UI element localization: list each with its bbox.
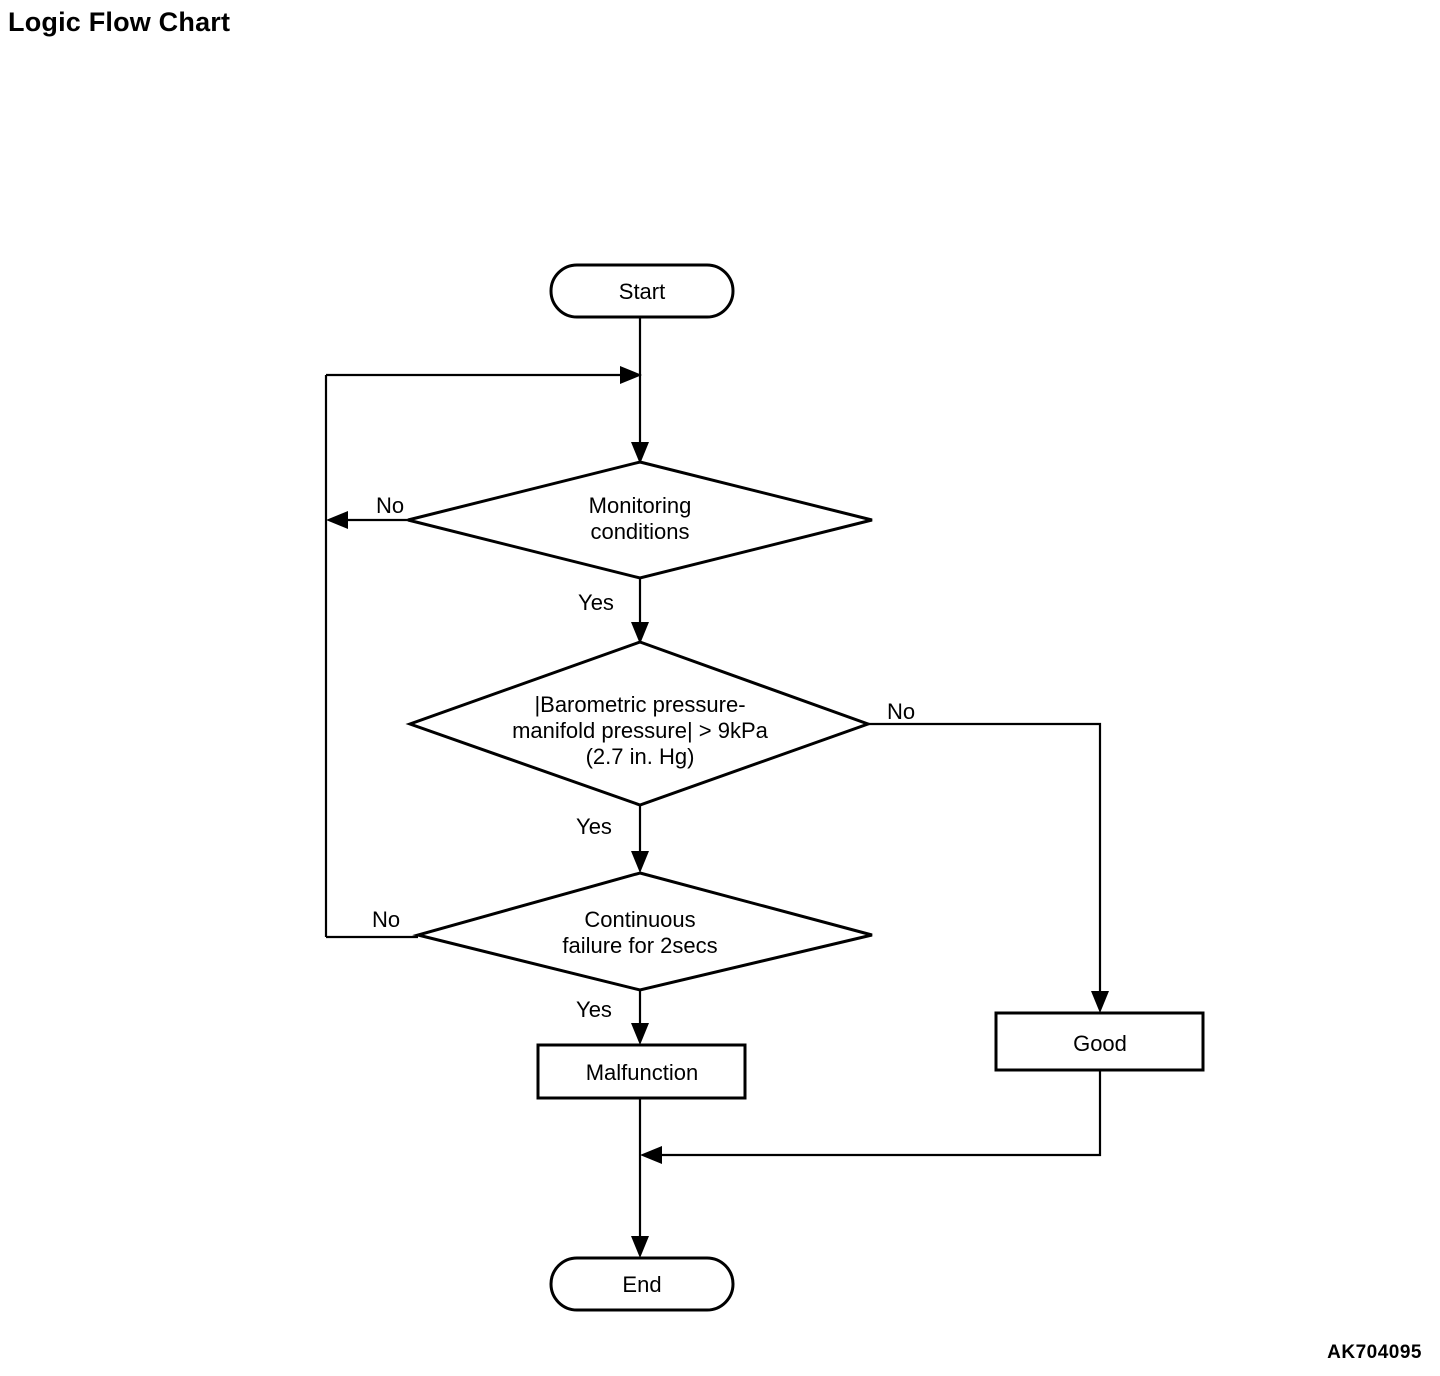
start-label: Start xyxy=(619,279,665,304)
edge-good-to-end-merge xyxy=(640,1070,1102,1164)
reference-code: AK704095 xyxy=(1327,1342,1422,1363)
edge-start-to-monitoring xyxy=(631,316,649,464)
arrowhead-icon xyxy=(1091,991,1109,1013)
edge-pressure-no xyxy=(868,722,1109,1013)
continuous-decision-shape xyxy=(412,871,873,992)
monitoring-label-line1: Monitoring xyxy=(589,493,692,518)
pressure-decision-shape xyxy=(405,640,873,807)
edge-label-continuous-no: No xyxy=(372,907,400,932)
continuous-label-line2: failure for 2secs xyxy=(562,933,717,958)
monitoring-label-line2: conditions xyxy=(590,519,689,544)
arrowhead-icon xyxy=(640,1146,662,1164)
arrowhead-icon xyxy=(631,622,649,644)
edge-continuous-yes xyxy=(631,990,649,1045)
edge-monitoring-yes xyxy=(631,578,649,644)
edge-label-monitoring-no: No xyxy=(376,493,404,518)
end-terminator-shape xyxy=(549,1256,735,1312)
edge-monitoring-no xyxy=(326,511,408,529)
malfunction-box-shape xyxy=(536,1043,747,1100)
edge-feedback-return-to-trunk xyxy=(326,366,642,384)
node-good[interactable]: Good xyxy=(994,1011,1205,1072)
edge-label-monitoring-yes: Yes xyxy=(578,590,614,615)
good-label: Good xyxy=(1073,1031,1127,1056)
node-pressure-threshold[interactable]: |Barometric pressure- manifold pressure|… xyxy=(405,640,873,807)
node-end[interactable]: End xyxy=(549,1256,735,1312)
arrowhead-icon xyxy=(631,1236,649,1258)
monitoring-decision-shape xyxy=(407,460,873,580)
arrowhead-icon xyxy=(620,366,642,384)
arrowhead-icon xyxy=(326,511,348,529)
arrowhead-icon xyxy=(631,1023,649,1045)
malfunction-label: Malfunction xyxy=(586,1060,699,1085)
arrowhead-icon xyxy=(631,442,649,464)
end-label: End xyxy=(622,1272,661,1297)
node-monitoring-conditions[interactable]: Monitoring conditions xyxy=(407,460,873,580)
pressure-label-line3: (2.7 in. Hg) xyxy=(586,744,695,769)
edge-pressure-yes xyxy=(631,805,649,873)
node-malfunction[interactable]: Malfunction xyxy=(536,1043,747,1100)
pressure-label-line2: manifold pressure| > 9kPa xyxy=(512,718,769,743)
edge-malfunction-to-end xyxy=(631,1098,649,1258)
node-start[interactable]: Start xyxy=(549,263,735,319)
pressure-label-line1: |Barometric pressure- xyxy=(534,692,745,717)
start-terminator-shape xyxy=(549,263,735,319)
edge-label-continuous-yes: Yes xyxy=(576,997,612,1022)
arrowhead-icon xyxy=(631,851,649,873)
edge-label-pressure-yes: Yes xyxy=(576,814,612,839)
continuous-label-line1: Continuous xyxy=(584,907,695,932)
good-box-shape xyxy=(994,1011,1205,1072)
page-title: Logic Flow Chart xyxy=(8,7,231,37)
node-continuous-failure[interactable]: Continuous failure for 2secs xyxy=(412,871,873,992)
edge-label-pressure-no: No xyxy=(887,699,915,724)
